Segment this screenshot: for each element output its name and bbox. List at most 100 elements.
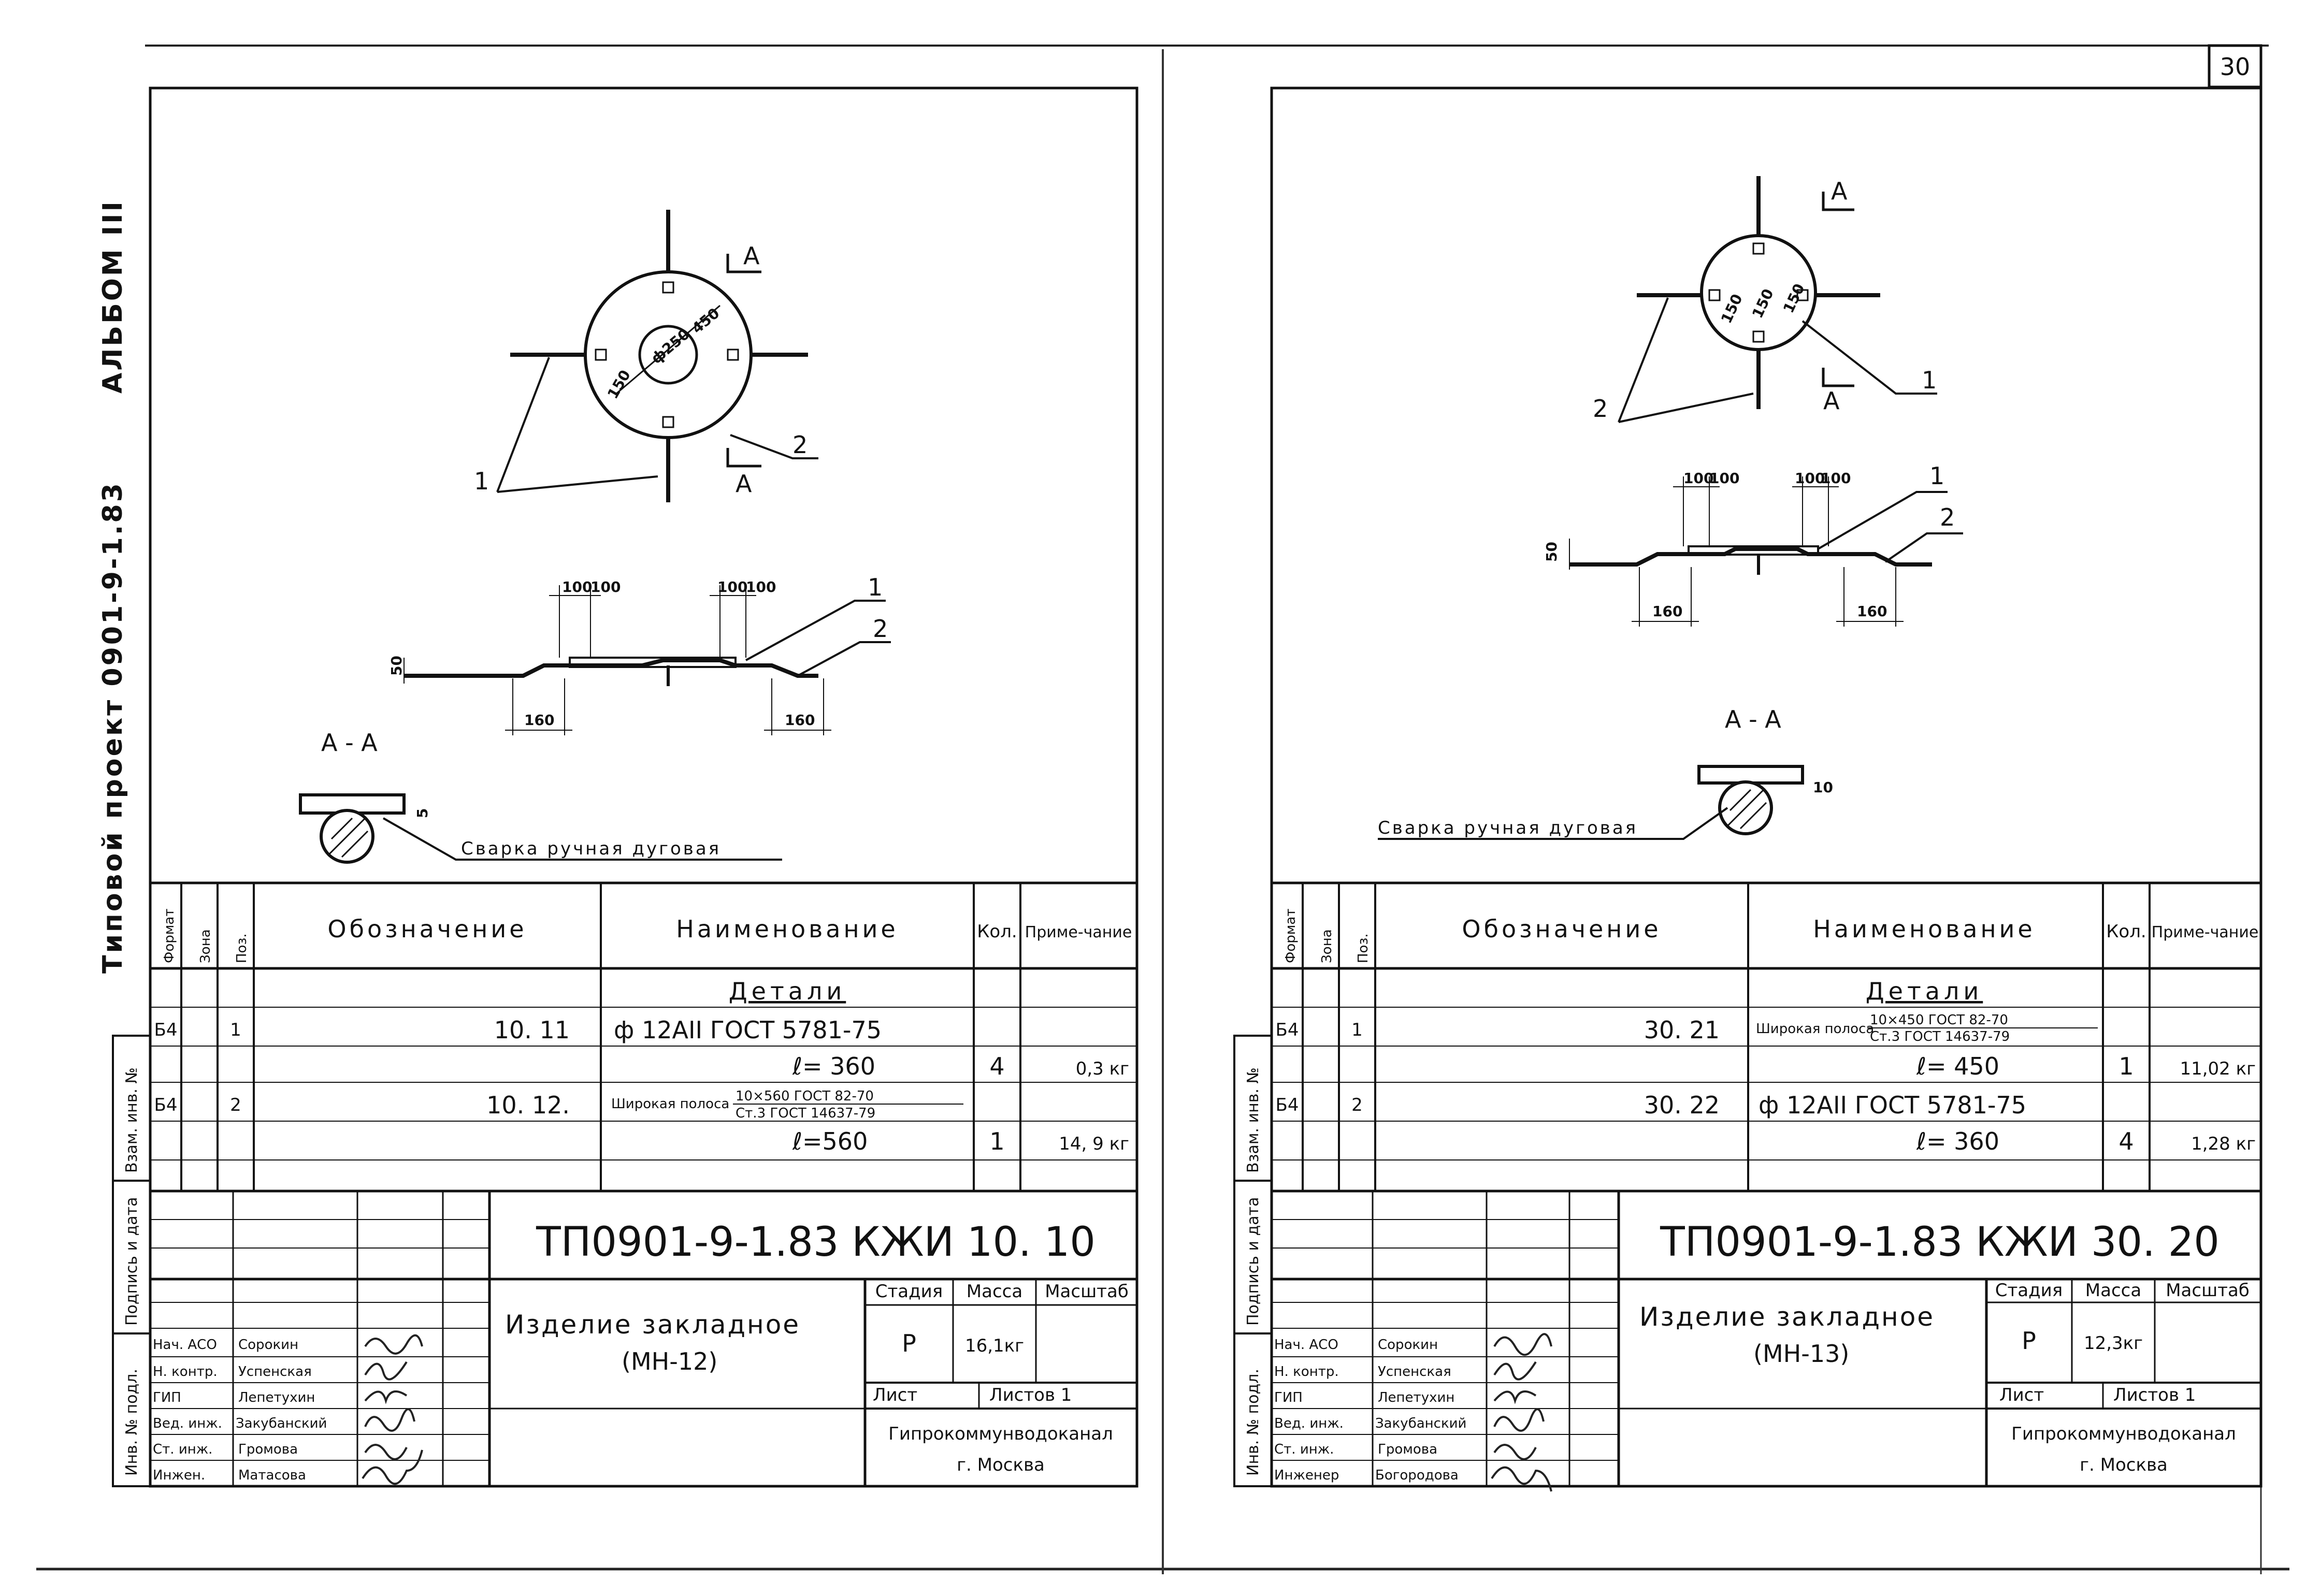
elev-callout-1: 1 (868, 573, 883, 601)
row1-pos: 1 (1351, 1020, 1363, 1040)
section-label: А - А (1725, 705, 1781, 733)
staff-name: Сорокин (1378, 1337, 1438, 1353)
row3-name: Широкая полоса (611, 1096, 729, 1112)
staff-role: Вед. инж. (153, 1416, 222, 1431)
stage-value: Р (902, 1329, 916, 1357)
row1-pos: 1 (230, 1020, 241, 1040)
row3-designation: 10. 12. (486, 1091, 570, 1119)
section-dim: 10 (1813, 779, 1833, 796)
left-sheet: Инв. № подл. Подпись и дата Взам. инв. №… (112, 86, 1138, 1488)
left-title-block: ТП0901-9-1.83 КЖИ 10. 10 Изделие закладн… (150, 1191, 1137, 1486)
elev-callout-1: 1 (1929, 462, 1944, 490)
section-dim: 5 (414, 808, 431, 818)
elev-dim-top-1: 100 (1683, 470, 1713, 487)
doc-code: ТП0901-9-1.83 КЖИ 30. 20 (1660, 1219, 2219, 1266)
product-name: Изделие закладное (1639, 1302, 1935, 1332)
elev-height: 50 (388, 656, 405, 676)
row1-name: Широкая полоса (1756, 1021, 1874, 1037)
right-side-stamp: Инв. № подл. Подпись и дата Взам. инв. № (1233, 1035, 1273, 1487)
staff-role: Ст. инж. (153, 1442, 212, 1457)
hdr-qty: Кол. (977, 921, 1017, 942)
elev-dim-bottom-2: 160 (1857, 603, 1887, 620)
cut-marker-top: А (743, 242, 760, 270)
right-spec-table: Формат Зона Поз. Обозначение Наименовани… (1272, 881, 2261, 1193)
staff-name: Лепетухин (1378, 1390, 1454, 1405)
hdr-designation: Обозначение (327, 915, 527, 943)
row3-frac-top: 10×560 ГОСТ 82-70 (736, 1089, 874, 1104)
row4-name: ℓ=560 (792, 1127, 868, 1155)
sheet-label: Лист (873, 1385, 917, 1405)
staff-role: Инженер (1274, 1468, 1339, 1483)
spec-group-title: Детали (1866, 977, 1983, 1005)
staff-role: ГИП (1274, 1390, 1303, 1405)
hdr-format: Формат (1283, 909, 1299, 964)
hdr-note: Приме-чание (2152, 923, 2259, 941)
right-plan-view: 150 150 150 2 1 А А (1593, 176, 1937, 423)
stage-label: Стадия (1995, 1280, 2063, 1301)
staff-name: Громова (1378, 1442, 1437, 1457)
staff-role: Нач. АСО (153, 1337, 217, 1353)
row1-designation: 30. 21 (1644, 1016, 1720, 1044)
row2-note: 0,3 кг (1076, 1058, 1129, 1079)
plan-callout-2: 2 (792, 431, 808, 459)
sheet-label: Лист (1999, 1385, 2044, 1405)
hdr-pos: Поз. (1356, 933, 1371, 963)
elev-dim-bottom-1: 160 (1652, 603, 1682, 620)
staff-name: Лепетухин (238, 1390, 315, 1405)
row1-name: ф 12АII ГОСТ 5781-75 (614, 1016, 882, 1044)
section-label: А - А (321, 729, 378, 757)
row4-name: ℓ= 360 (1916, 1127, 1999, 1155)
cut-marker-bottom: А (1823, 387, 1840, 415)
sheets-label: Листов 1 (989, 1385, 1072, 1405)
mass-label: Масса (2085, 1280, 2141, 1301)
staff-name: Успенская (1378, 1364, 1451, 1380)
elev-callout-2: 2 (873, 615, 888, 643)
hdr-pos: Поз. (234, 933, 250, 963)
left-spec-table: Формат Зона Поз. Обозначение Наименовани… (150, 881, 1137, 1193)
scale-label: Масштаб (1045, 1281, 1129, 1302)
cut-marker-top: А (1831, 177, 1848, 205)
row3-designation: 30. 22 (1644, 1091, 1720, 1119)
staff-name: Матасова (238, 1468, 306, 1483)
row3-pos: 2 (230, 1095, 241, 1115)
doc-code: ТП0901-9-1.83 КЖИ 10. 10 (536, 1219, 1096, 1266)
sheets-label: Листов 1 (2113, 1385, 2196, 1405)
mass-value: 12,3кг (2084, 1333, 2143, 1354)
staff-name: Закубанский (236, 1416, 327, 1431)
hdr-note: Приме-чание (1025, 923, 1132, 941)
row1-format: Б4 (154, 1020, 178, 1040)
elev-height: 50 (1543, 542, 1560, 562)
hdr-qty: Кол. (2106, 921, 2146, 942)
weld-note: Сварка ручная дуговая (1378, 818, 1638, 838)
stamp-sign-label: Подпись и дата (1244, 1197, 1262, 1326)
plan-callout-2: 2 (1593, 395, 1608, 423)
row3-format: Б4 (1276, 1095, 1299, 1115)
row2-qty: 4 (989, 1052, 1004, 1080)
product-mark: (МН-13) (1753, 1340, 1849, 1368)
page-number: 30 (2220, 53, 2251, 81)
elev-dim-bottom-2: 160 (785, 712, 815, 729)
row4-qty: 4 (2118, 1127, 2134, 1155)
org-city: г. Москва (957, 1455, 1045, 1475)
hdr-name: Наименование (1813, 915, 2035, 943)
elev-callout-2: 2 (1940, 503, 1955, 531)
staff-role: Инжен. (153, 1468, 205, 1483)
signature-marks (1491, 1333, 1552, 1492)
weld-note: Сварка ручная дуговая (461, 838, 721, 859)
elev-dim-top-3: 100 (717, 578, 747, 596)
left-section-aa: А - А 5 Сварка ручная дуговая (299, 729, 782, 864)
stamp-inv-label: Инв. № подл. (123, 1369, 141, 1476)
staff-role: Н. контр. (1274, 1364, 1339, 1380)
hdr-designation: Обозначение (1462, 915, 1661, 943)
elev-dim-bottom-1: 160 (524, 712, 554, 729)
plan-callout-1: 1 (474, 467, 489, 495)
stage-label: Стадия (875, 1281, 943, 1302)
staff-name: Сорокин (238, 1337, 298, 1353)
stamp-replace-label: Взам. инв. № (1244, 1067, 1262, 1173)
elev-dim-top-1: 100 (562, 578, 592, 596)
hdr-zone: Зона (198, 929, 213, 963)
staff-role: Нач. АСО (1274, 1337, 1338, 1353)
right-elevation: 50 100 100 100 100 160 160 1 2 (1543, 462, 1963, 627)
row4-note: 14, 9 кг (1059, 1134, 1129, 1154)
row3-format: Б4 (154, 1095, 178, 1115)
